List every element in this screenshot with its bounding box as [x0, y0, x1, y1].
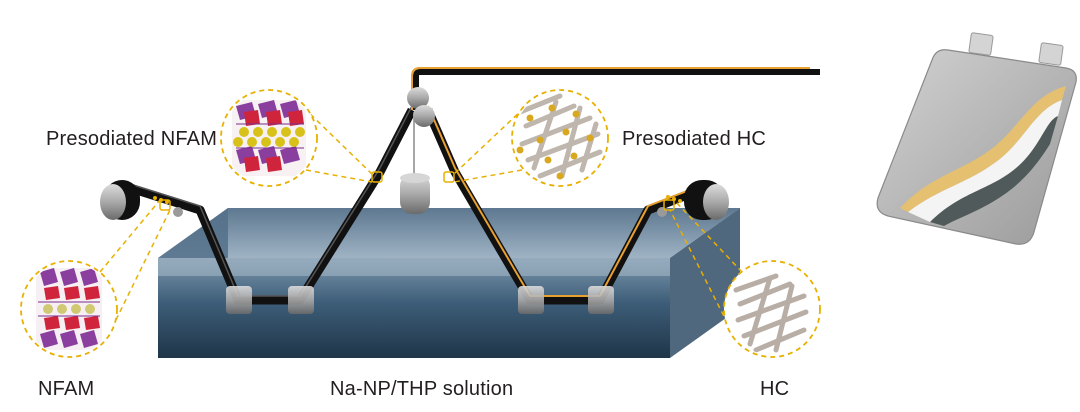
leader-line — [107, 209, 171, 337]
leader-line — [669, 209, 737, 341]
roller-3 — [518, 286, 544, 314]
nfam-feed-roll — [100, 180, 183, 220]
zoom-marker-nfam-top — [371, 171, 383, 183]
nfam-presodiated-crystal — [232, 100, 306, 176]
tank-liquid-surface — [158, 258, 670, 276]
roller-1 — [226, 286, 252, 314]
top-pulleys — [400, 87, 435, 214]
hc-feed-roll — [657, 180, 729, 220]
battery-light-layer — [908, 100, 1062, 222]
tank-rollers — [226, 286, 614, 314]
hc-sheets — [733, 273, 809, 353]
callout-hc — [723, 260, 821, 358]
label-presodiated-nfam: Presodiated NFAM — [46, 128, 218, 150]
leader-line — [303, 107, 373, 175]
callout-leaders — [99, 107, 743, 341]
battery-tab-right — [1038, 42, 1064, 66]
label-presodiated-hc: Presodiated HC — [622, 128, 766, 150]
leader-line — [453, 107, 525, 175]
leader-line — [99, 199, 161, 273]
label-nfam: NFAM — [38, 378, 95, 400]
hc-roll-dot — [666, 195, 670, 199]
top-pulley-upper — [407, 87, 429, 109]
tank-right-wall — [670, 208, 740, 358]
hc-film — [423, 108, 702, 305]
hc-presodiated-sheets — [516, 93, 603, 180]
nfam-film-highlight — [129, 105, 413, 297]
battery-tab-left — [968, 32, 994, 56]
hc-roll-dot — [678, 199, 682, 203]
take-up-coating — [411, 67, 810, 110]
zoom-marker-nfam-feed — [159, 199, 171, 211]
tension-weight — [400, 174, 430, 214]
tension-weight-top — [400, 173, 430, 183]
leader-line — [305, 169, 373, 183]
nfam-roll-dot — [165, 200, 169, 204]
hc-roll-end — [703, 184, 729, 220]
battery-gold-layer — [900, 86, 1066, 212]
nfam-crystal — [36, 268, 102, 350]
battery-dark-layer — [930, 116, 1058, 226]
leader-line — [673, 199, 743, 273]
crystal-layers — [232, 100, 306, 176]
leader-line — [453, 169, 523, 183]
zoom-marker-hc-feed — [663, 199, 675, 211]
zoom-marker-hc-top — [443, 171, 455, 183]
callout-presodiated-hc — [511, 89, 609, 187]
top-pulley-lower — [413, 105, 435, 127]
nfam-guide-pin — [173, 207, 183, 217]
tank-back-top — [158, 208, 740, 258]
nfam-roll-end — [100, 184, 126, 220]
callout-nfam — [20, 260, 118, 358]
nfam-film — [128, 107, 416, 305]
roller-4 — [588, 286, 614, 314]
hc-coating-line — [427, 105, 701, 297]
take-up-line — [411, 67, 820, 178]
label-hc: HC — [760, 378, 790, 400]
electrolyte-tank — [158, 208, 740, 358]
hc-film-path — [423, 105, 702, 305]
pouch-battery — [876, 32, 1077, 245]
label-solution: Na-NP/THP solution — [330, 378, 514, 400]
callout-presodiated-nfam — [220, 89, 318, 187]
nfam-film-path — [128, 105, 416, 305]
take-up-film — [413, 69, 820, 110]
nfam-roll-dot — [153, 196, 157, 200]
hc-guide-pin — [657, 207, 667, 217]
roller-2 — [288, 286, 314, 314]
